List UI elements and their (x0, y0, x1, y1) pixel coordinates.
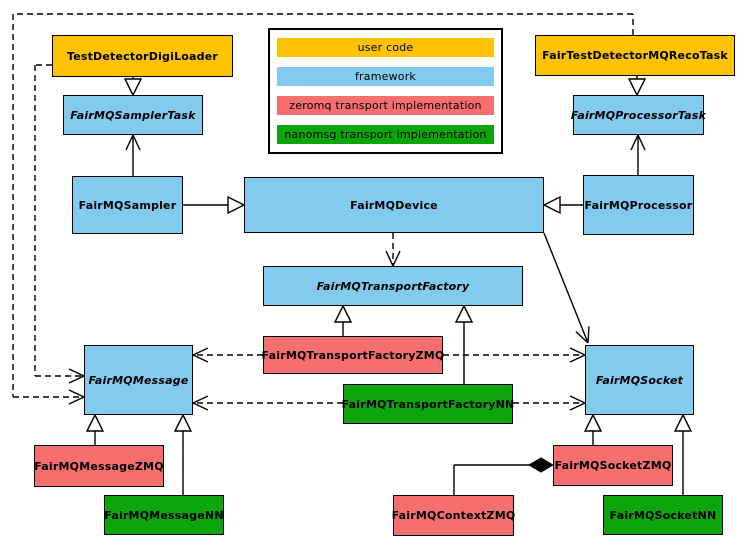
edge-dependency-FairMQTransportFactoryZMQ-to-FairMQMessage (192, 347, 263, 363)
legend-item-label: user code (357, 41, 414, 54)
legend-item-user: user code (277, 38, 494, 57)
edge-dependency-FairTestDetectorMQRecoTask-to-FairMQMessage (12, 13, 634, 405)
class-label: FairMQSampler (78, 198, 177, 212)
legend: user code framework zeromq transport imple… (268, 28, 503, 154)
edge-association-FairMQSampler-to-FairMQSamplerTask (125, 134, 141, 176)
class-label: FairMQSamplerTask (70, 108, 196, 122)
edge-inheritance-FairMQSampler-to-FairMQDevice (183, 195, 246, 215)
legend-item-label: framework (354, 70, 417, 83)
edge-dependency-TestDetectorDigiLoader-to-FairMQMessage (34, 64, 85, 384)
class-box-FairMQProcessor: FairMQProcessor (583, 175, 694, 235)
legend-item-nanomsg: nanomsg transport implementation (277, 125, 494, 144)
edge-inheritance-FairMQSocketNN-to-FairMQSocket (673, 413, 693, 495)
class-label: FairMQDevice (350, 198, 438, 212)
class-box-FairMQTransportFactoryZMQ: FairMQTransportFactoryZMQ (261, 336, 445, 374)
legend-item-label: zeromq transport implementation (289, 99, 482, 112)
class-label: FairMQProcessor (584, 198, 693, 212)
legend-item-framework: framework (277, 67, 494, 86)
class-label: FairMQSocket (595, 373, 684, 387)
class-label: FairMQSocketZMQ (554, 459, 672, 472)
legend-item-zeromq: zeromq transport implementation (277, 96, 494, 115)
class-label: FairMQMessageNN (104, 508, 224, 522)
class-label: FairMQMessage (88, 373, 189, 387)
class-label: FairMQTransportFactoryZMQ (261, 348, 445, 362)
edge-inheritance-FairMQTransportFactoryNN-to-FairMQTransportFactory (454, 304, 474, 384)
class-box-FairMQDevice: FairMQDevice (244, 177, 544, 233)
class-box-FairMQSamplerTask: FairMQSamplerTask (63, 95, 203, 135)
class-label: FairMQTransportFactoryNN (341, 397, 515, 411)
class-box-FairMQMessageNN: FairMQMessageNN (104, 495, 224, 535)
class-label: FairTestDetectorMQRecoTask (542, 49, 728, 62)
edge-association-FairMQProcessor-to-FairMQProcessorTask (630, 134, 646, 175)
class-box-FairMQTransportFactoryNN: FairMQTransportFactoryNN (341, 384, 515, 424)
edge-inheritance-FairMQSocketZMQ-to-FairMQSocket (583, 413, 603, 445)
class-box-FairMQProcessorTask: FairMQProcessorTask (570, 95, 707, 135)
class-box-FairMQSocketZMQ: FairMQSocketZMQ (553, 445, 673, 486)
class-box-TestDetectorDigiLoader: TestDetectorDigiLoader (52, 35, 233, 77)
edge-inheritance-FairTestDetectorMQRecoTask-to-FairMQProcessorTask (627, 76, 647, 97)
legend-item-label: nanomsg transport implementation (284, 128, 487, 141)
edge-inheritance-FairMQTransportFactoryZMQ-to-FairMQTransportFactory (333, 304, 353, 336)
edge-dependency-FairMQTransportFactoryZMQ-to-FairMQSocket (443, 347, 586, 363)
class-box-FairMQMessage: FairMQMessage (84, 345, 193, 415)
class-label: FairMQProcessorTask (570, 108, 707, 122)
edge-dependency-FairMQDevice-to-FairMQTransportFactory (385, 233, 401, 267)
class-label: FairMQSocketNN (609, 508, 717, 522)
class-box-FairMQContextZMQ: FairMQContextZMQ (391, 495, 516, 536)
edge-dependency-FairMQTransportFactoryNN-to-FairMQMessage (192, 395, 343, 411)
class-label: TestDetectorDigiLoader (66, 49, 219, 63)
class-label: FairMQContextZMQ (391, 509, 516, 522)
edge-dependency-FairMQTransportFactoryNN-to-FairMQSocket (513, 395, 586, 411)
class-box-FairMQSocket: FairMQSocket (585, 345, 694, 415)
edge-inheritance-FairMQMessageZMQ-to-FairMQMessage (85, 413, 105, 445)
class-box-FairMQMessageZMQ: FairMQMessageZMQ (34, 445, 164, 487)
edge-inheritance-FairMQMessageNN-to-FairMQMessage (173, 413, 193, 495)
edge-inheritance-TestDetectorDigiLoader-to-FairMQSamplerTask (123, 77, 143, 97)
class-label: FairMQMessageZMQ (34, 459, 164, 473)
class-box-FairMQSocketNN: FairMQSocketNN (603, 495, 723, 535)
class-box-FairTestDetectorMQRecoTask: FairTestDetectorMQRecoTask (535, 35, 735, 76)
class-label: FairMQTransportFactory (316, 279, 470, 293)
class-box-FairMQTransportFactory: FairMQTransportFactory (263, 266, 523, 306)
edge-composition-FairMQContextZMQ-to-FairMQSocketZMQ (453, 457, 554, 495)
class-box-FairMQSampler: FairMQSampler (72, 176, 183, 234)
edge-inheritance-FairMQProcessor-to-FairMQDevice (542, 195, 583, 215)
edge-association-FairMQDevice-to-FairMQSocket (543, 232, 590, 344)
